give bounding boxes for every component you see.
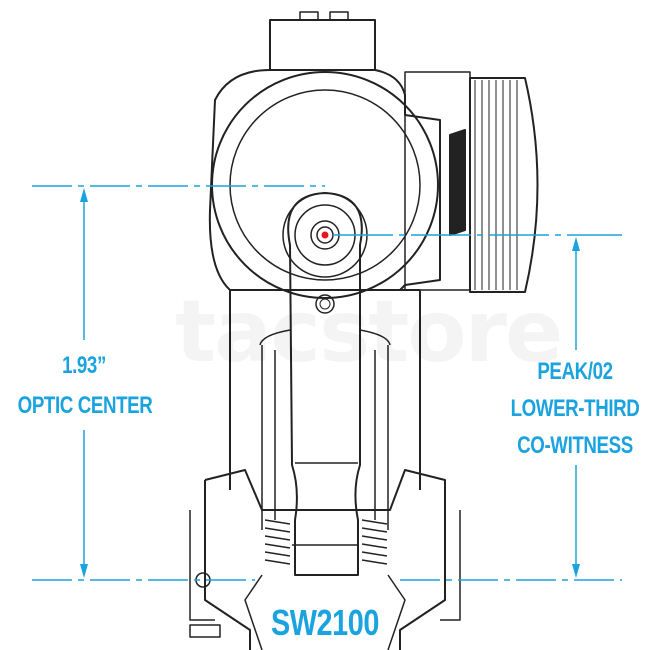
dimension-lines [32,185,622,581]
watermark: tacstore [175,282,563,382]
rail-clamp [204,469,446,650]
dimension-label: OPTIC CENTER [17,392,153,419]
lens-outer-ring [211,71,439,299]
reticle-dot [321,231,329,239]
adjustment-dial [469,77,539,293]
top-cap [269,19,376,70]
lever-pin [315,294,335,314]
dimension-value: 1.93” [62,352,106,379]
right-label-line-1: PEAK/02 [537,358,613,385]
model-label: SW2100 [270,602,380,643]
right-label-line-2: LOWER-THIRD [510,395,640,422]
mount-body [229,289,421,490]
dimension-arrows [80,188,580,578]
clamp-springs [264,519,388,565]
dial-knurling [474,80,518,290]
optic-housing [208,69,441,291]
right-label-line-3: CO-WITNESS [517,432,633,459]
lens-inner-ring [229,89,421,281]
